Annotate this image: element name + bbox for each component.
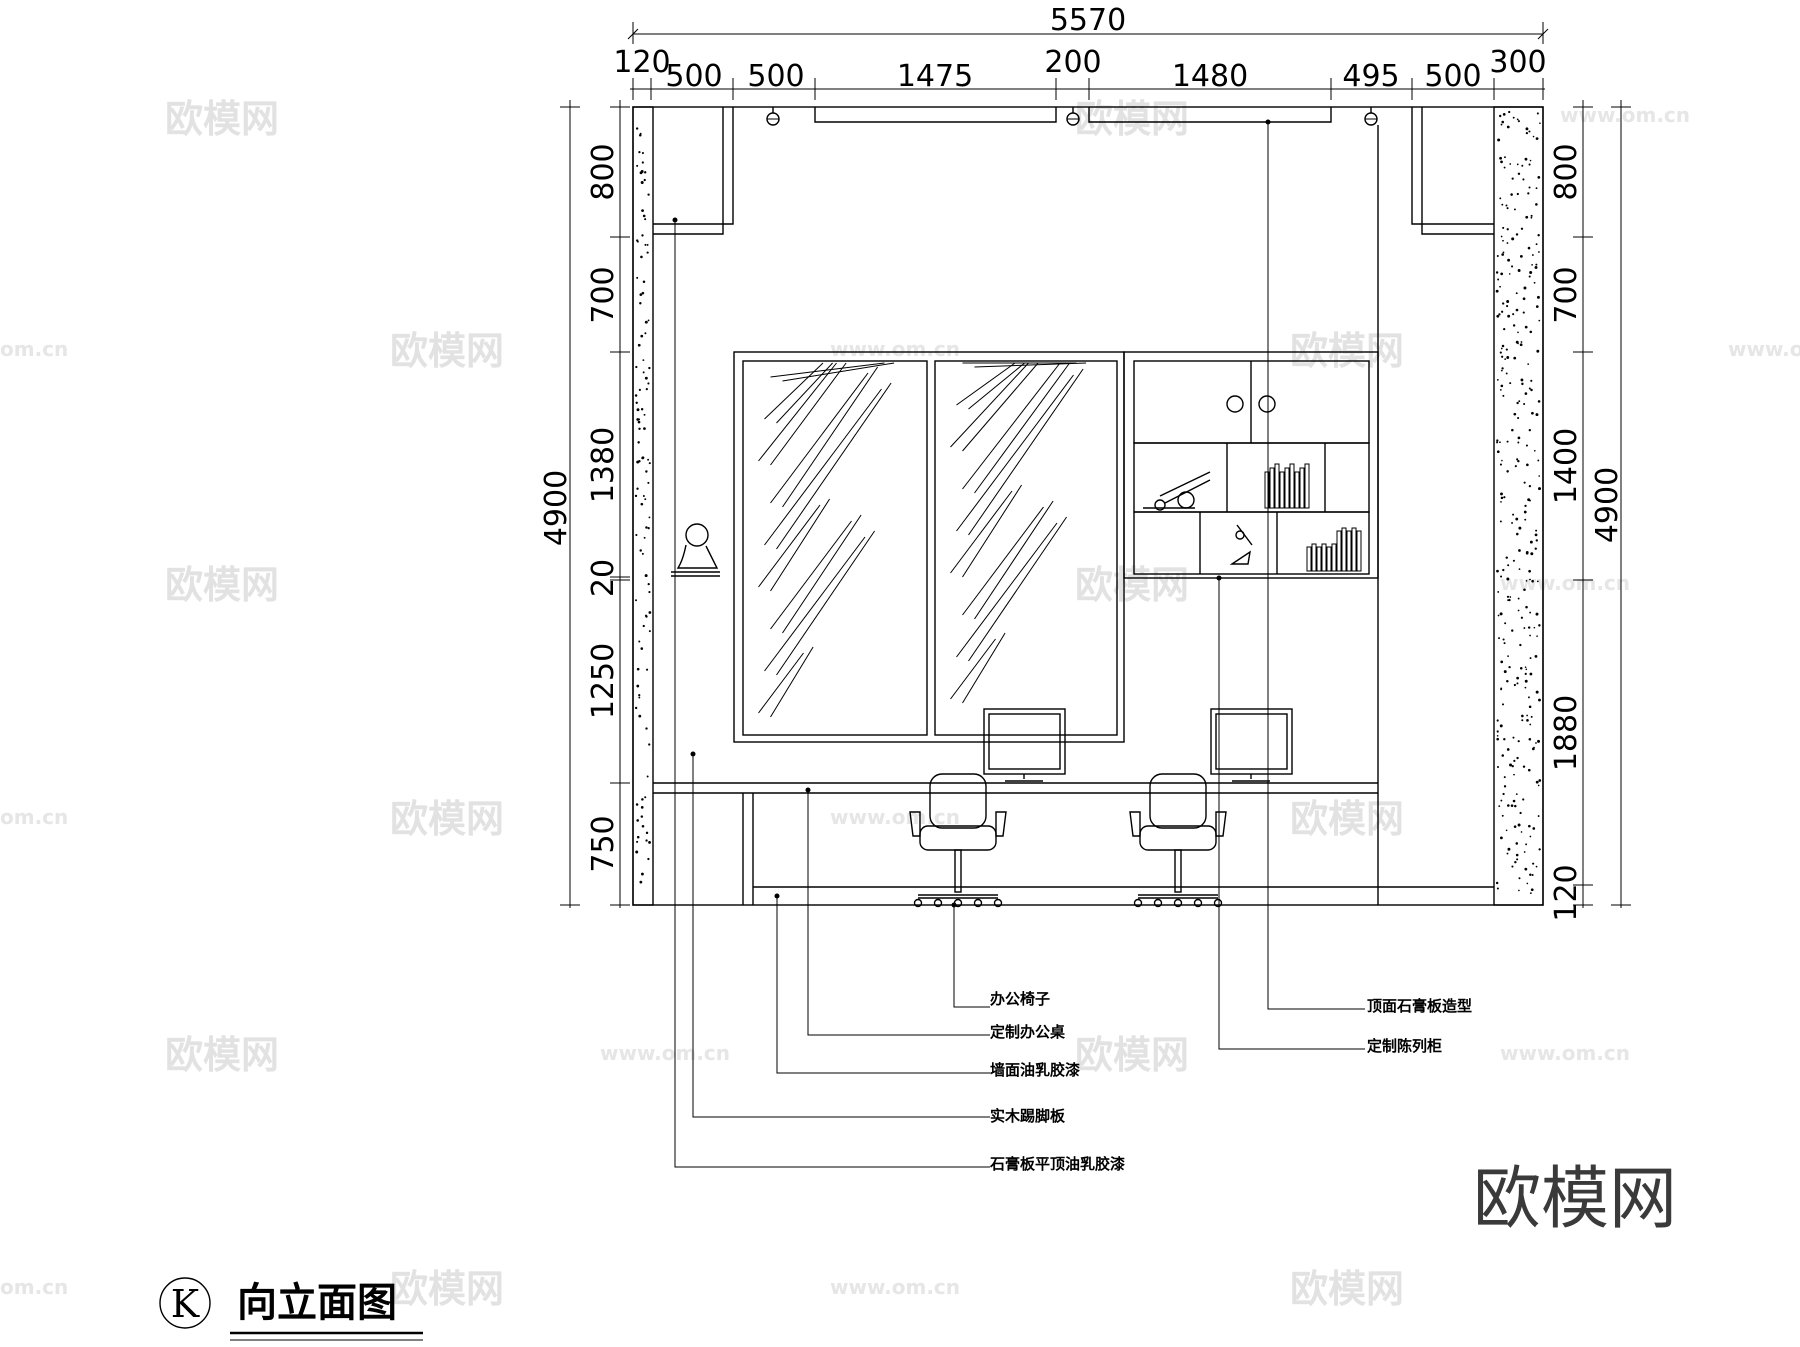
annotation-wall-paint: 墙面油乳胶漆 [990, 1061, 1080, 1079]
room-elevation [632, 106, 1544, 908]
wall-hatch-dots [634, 110, 1542, 895]
watermark-url: www.om.cn [830, 337, 960, 361]
watermark-url: www.om.cn [1500, 571, 1630, 595]
watermark-url: om.cn [0, 337, 68, 361]
monitor-right [1210, 708, 1293, 782]
custom-desk [653, 782, 1494, 905]
watermark-layer: 欧模网 欧模网 www.om.cn 欧模网 欧模网 www.om.cn www.… [0, 97, 1800, 1311]
watermark-text: 欧模网 [1075, 563, 1189, 607]
annotation-ceiling-gypsum: 顶面石膏板造型 [1367, 997, 1472, 1015]
watermark-text: 欧模网 [1290, 1267, 1404, 1311]
figurine-ornament [1229, 524, 1253, 565]
bust-sculpture [671, 523, 720, 577]
drawing-index-label: K [171, 1282, 200, 1326]
top-dimension-chain: 5570 120 500 500 1475 200 1480 495 500 3… [613, 3, 1549, 100]
watermark-url: om.cn [0, 805, 68, 829]
annotation-display-cabinet: 定制陈列柜 [1367, 1037, 1442, 1055]
dimension-left-2: 700 [586, 266, 621, 323]
dimension-right-1: 800 [1549, 143, 1584, 200]
ceiling-downlight-3 [1364, 107, 1378, 126]
watermark-url: www.om.cn [830, 1275, 960, 1299]
window [733, 351, 1125, 743]
annotation-baseboard: 实木踢脚板 [990, 1107, 1066, 1125]
dimension-top-5: 200 [1044, 45, 1101, 80]
ceiling-downlight-2 [1066, 107, 1080, 126]
dimension-top-6: 1480 [1172, 59, 1248, 94]
dimension-top-4: 1475 [897, 59, 973, 94]
dimension-right-5: 120 [1549, 864, 1584, 921]
annotation-custom-desk: 定制办公桌 [990, 1023, 1066, 1041]
watermark-text: 欧模网 [1075, 97, 1189, 141]
dimension-top-2: 500 [665, 59, 722, 94]
annotation-leaders: 办公椅子 定制办公桌 墙面油乳胶漆 实木踢脚板 石膏板平顶油乳胶漆 顶面石膏板造… [672, 119, 1472, 1173]
watermark-url: www.om.cn [1500, 1041, 1630, 1065]
dimension-right-4: 1880 [1549, 695, 1584, 771]
dimension-overall-width: 5570 [1050, 3, 1126, 38]
office-chair-left [909, 773, 1007, 908]
left-wall [632, 106, 654, 906]
left-dimension-chain: 4900 800 700 1380 20 1250 750 [539, 100, 630, 908]
annotation-office-chair: 办公椅子 [990, 990, 1050, 1008]
watermark-text: 欧模网 [165, 1033, 279, 1077]
dimension-left-total: 4900 [539, 470, 574, 546]
annotation-ceiling-paint: 石膏板平顶油乳胶漆 [989, 1155, 1125, 1173]
books-upper [1264, 463, 1310, 509]
dimension-top-7: 495 [1342, 59, 1399, 94]
dimension-left-5: 1250 [586, 643, 621, 719]
dimension-right-total: 4900 [1590, 467, 1625, 543]
brand-watermark: 欧模网 [1473, 1160, 1677, 1239]
watermark-url: www.om.cn [1728, 337, 1800, 361]
books-lower [1306, 527, 1362, 572]
dimension-left-6: 750 [586, 815, 621, 872]
watermark-url: www.om.cn [600, 1041, 730, 1065]
glass-hatch [758, 362, 1087, 718]
office-chair-right [1129, 773, 1227, 908]
cannon-ornament [1143, 471, 1211, 511]
dimension-left-3: 1380 [586, 427, 621, 503]
dimension-top-9: 300 [1489, 45, 1546, 80]
watermark-text: 欧模网 [165, 97, 279, 141]
watermark-text: 欧模网 [1290, 329, 1404, 373]
right-wall [1493, 106, 1544, 906]
dimension-top-1: 120 [613, 45, 670, 80]
watermark-text: 欧模网 [390, 1267, 504, 1311]
ceiling-downlight-1 [766, 107, 780, 126]
dimension-left-4: 20 [586, 559, 621, 597]
watermark-text: 欧模网 [390, 329, 504, 373]
watermark-text: 欧模网 [1075, 1033, 1189, 1077]
watermark-url: om.cn [0, 1275, 68, 1299]
drawing-title-block: K 向立面图 [159, 1277, 423, 1341]
watermark-text: 欧模网 [1290, 797, 1404, 841]
display-cabinet [1123, 351, 1379, 579]
drawing-title: 向立面图 [237, 1280, 397, 1326]
dimension-top-8: 500 [1424, 59, 1481, 94]
top-ticks [632, 78, 1544, 100]
dimension-left-1: 800 [586, 143, 621, 200]
watermark-url: www.om.cn [830, 805, 960, 829]
right-dimension-chain: 800 700 1400 1880 120 4900 [1549, 100, 1631, 922]
dimension-top-3: 500 [747, 59, 804, 94]
watermark-text: 欧模网 [390, 797, 504, 841]
watermark-text: 欧模网 [165, 563, 279, 607]
dimension-right-3: 1400 [1549, 428, 1584, 504]
monitor-left [983, 708, 1066, 782]
dimension-right-2: 700 [1549, 266, 1584, 323]
